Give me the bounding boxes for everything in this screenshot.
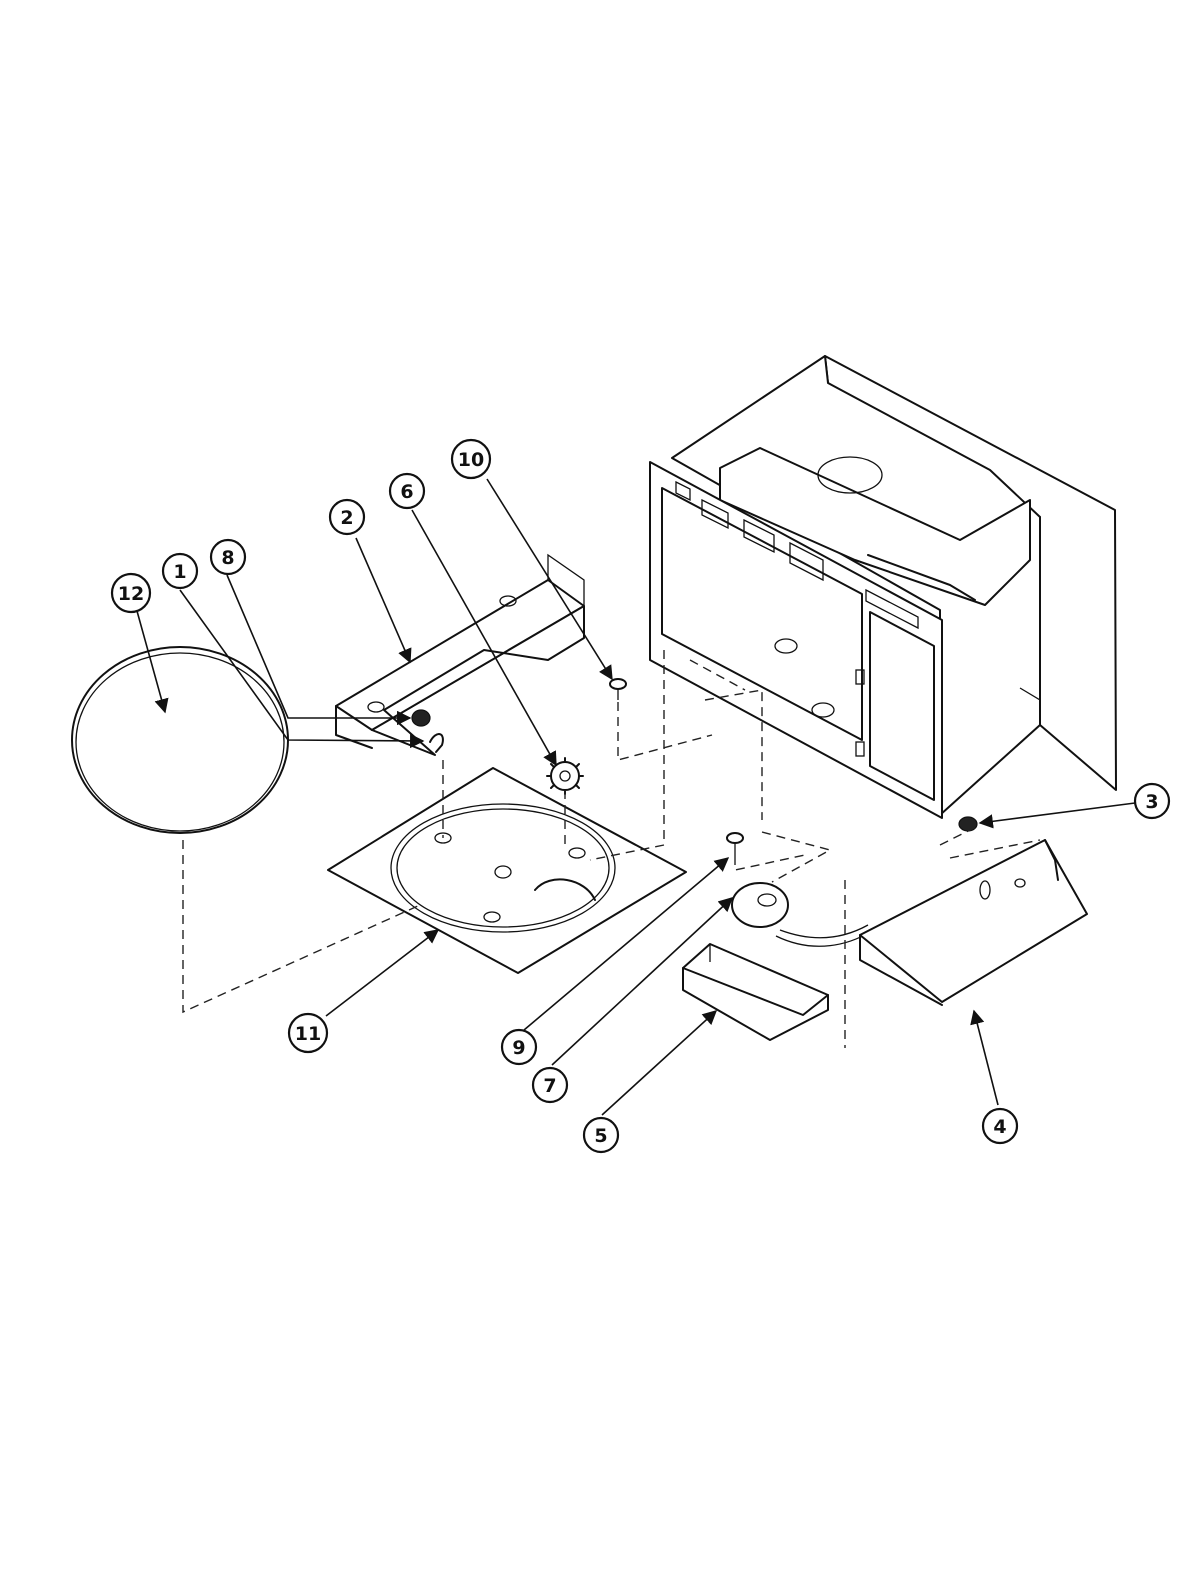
callout-11: 11: [287, 1012, 329, 1054]
callout-1: 1: [161, 552, 199, 590]
part-2-bracket: [335, 553, 585, 756]
callout-label-7: 7: [543, 1075, 556, 1097]
part-11-base-plate: [327, 767, 687, 974]
callout-6: 6: [388, 472, 426, 510]
callout-2: 2: [328, 498, 366, 536]
part-4-cover-plate: [859, 839, 1088, 1006]
part-1-clip: [429, 733, 444, 753]
callout-3: 3: [1133, 782, 1171, 820]
callout-10: 10: [450, 438, 492, 480]
callout-9: 9: [500, 1028, 538, 1066]
callout-label-3: 3: [1145, 791, 1158, 813]
callout-label-9: 9: [512, 1037, 525, 1059]
callout-label-10: 10: [458, 449, 484, 471]
callout-label-5: 5: [594, 1125, 607, 1147]
part-10-screw: [609, 678, 627, 700]
part-9-screw: [726, 832, 744, 856]
part-7-motor: [731, 882, 871, 947]
callout-label-1: 1: [173, 561, 186, 583]
leader-lines: [136, 478, 1136, 1116]
callout-8: 8: [209, 538, 247, 576]
callout-label-4: 4: [993, 1116, 1006, 1138]
part-5-tray: [682, 943, 829, 1041]
callout-label-8: 8: [221, 547, 234, 569]
callout-label-2: 2: [340, 507, 353, 529]
part-3-fitting: [958, 816, 978, 832]
callout-4: 4: [981, 1107, 1019, 1145]
part-12-glass-tray: [71, 646, 289, 834]
callout-7: 7: [531, 1066, 569, 1104]
callout-12: 12: [110, 572, 152, 614]
oven-cavity: [649, 355, 1117, 819]
callout-label-6: 6: [400, 481, 413, 503]
assembly-lines: [182, 650, 1041, 1048]
callout-label-11: 11: [295, 1023, 321, 1045]
callout-5: 5: [582, 1116, 620, 1154]
part-8-coupler: [411, 709, 431, 727]
callout-label-12: 12: [118, 583, 144, 605]
part-6-gear: [546, 757, 584, 795]
